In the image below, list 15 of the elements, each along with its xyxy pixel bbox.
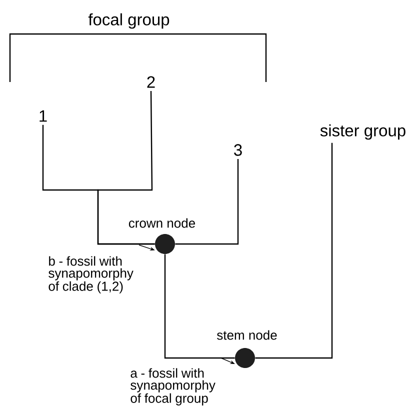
tip-label: sister group — [320, 124, 406, 140]
branch-line — [175, 159, 239, 245]
note-text: a - fossil with synapomorphy of focal group — [130, 368, 216, 406]
tip-label: 1 — [40, 110, 47, 122]
tip-label: 2 — [147, 76, 155, 88]
group-label: focal group — [88, 13, 170, 29]
node-label: crown node — [128, 218, 195, 228]
branch-line — [255, 142, 333, 359]
branch-line — [97, 90, 155, 245]
note-text: b - fossil with synapomorphy of clade (1,2) — [48, 256, 134, 294]
tip-label: 3 — [234, 144, 242, 156]
node-label: stem node — [217, 330, 277, 340]
node-dot — [235, 348, 255, 368]
node-dot — [155, 234, 175, 254]
branch-line — [164, 254, 235, 359]
